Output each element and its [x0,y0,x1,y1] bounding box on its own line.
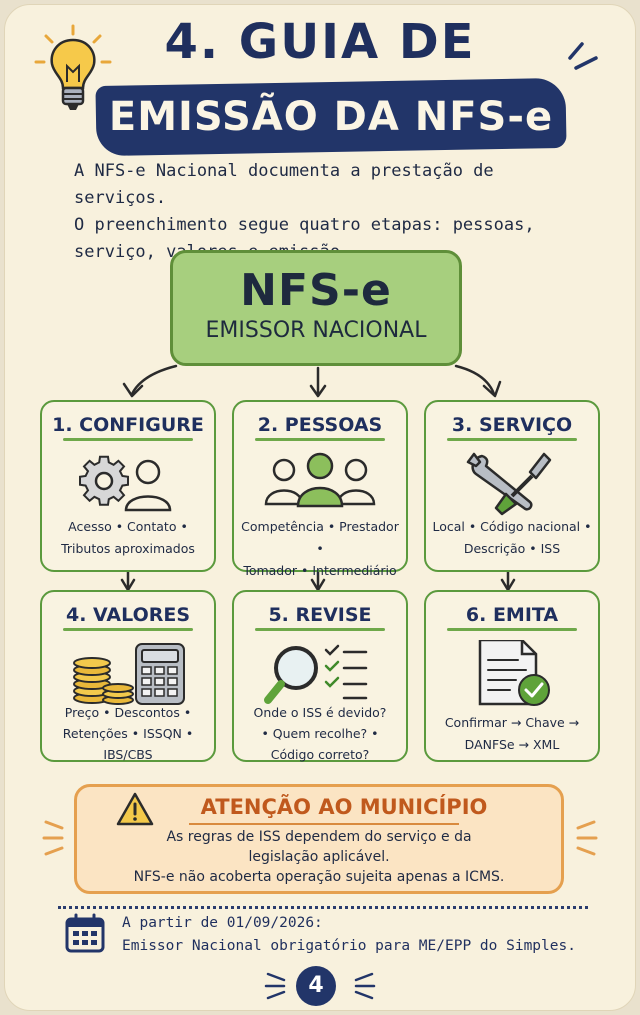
step-line: Acesso • Contato • [68,519,188,534]
intro-line: A NFS-e Nacional documenta a prestação d… [74,161,494,208]
page-number: 4 [296,966,336,1006]
gear-user-icon [78,455,172,512]
step-emita: 6. EMITA Confirmar → Chave → DANFSe → XM… [424,590,600,762]
step-line: IBS/CBS [103,747,153,762]
step-line: • Quem recolhe? • [261,726,379,741]
page-number-marks [264,972,376,1000]
tools-icon [466,452,552,516]
step-text: Competência • Prestador • Tomador • Inte… [236,516,404,582]
step-line: Tributos aproximados [61,541,195,556]
hub-box: NFS-e EMISSOR NACIONAL [170,250,462,366]
step-title: 1. CONFIGURE [52,414,204,436]
document-check-icon [478,640,550,706]
step-text: Acesso • Contato • Tributos aproximados [44,516,212,560]
step-title: 5. REVISE [268,604,372,626]
hub-subtitle: EMISSOR NACIONAL [205,318,427,343]
step-line: Preço • Descontos • [64,705,192,720]
alert-line: legislação aplicável. [248,849,390,865]
step-line: DANFSe → XML [464,737,560,752]
footer-line: A partir de 01/09/2026: [122,915,323,931]
step-line: Tomador • Intermediário [243,563,397,578]
intro-text: A NFS-e Nacional documenta a prestação d… [74,158,594,266]
step-line: Código correto? [270,747,370,762]
step-line: Descrição • ISS [463,541,561,556]
step-title: 6. EMITA [465,604,559,626]
alert-text: As regras de ISS dependem do serviço e d… [97,827,541,887]
step-revise: 5. REVISE Onde o ISS é devido? • Quem re… [232,590,408,762]
coins-calculator-icon [73,643,185,705]
intro-line: O preenchimento segue quatro etapas: pes… [74,215,535,235]
step-title: 2. PESSOAS [257,414,383,436]
alert-line: As regras de ISS dependem do serviço e d… [166,829,472,845]
step-line: Confirmar → Chave → [444,715,580,730]
step-pessoas: 2. PESSOAS Competência • Prestador • Tom… [232,400,408,578]
alert-line: NFS-e não acoberta operação sujeita apen… [133,869,505,885]
footer-text: A partir de 01/09/2026: Emissor Nacional… [122,912,592,958]
footer-line: Emissor Nacional obrigatório para ME/EPP… [122,938,576,954]
step-line: Local • Código nacional • [432,519,592,534]
hub-title: NFS-e [240,265,392,316]
step-text: Confirmar → Chave → DANFSe → XML [428,712,596,756]
step-text: Preço • Descontos • Retenções • ISSQN • … [44,702,212,765]
page-title: 4. GUIA DE [164,14,476,70]
step-text: Local • Código nacional • Descrição • IS… [428,516,596,560]
step-line: Competência • Prestador • [241,519,399,556]
magnifier-checklist-icon [264,644,368,704]
sparkle-marks [568,42,598,70]
alert-box: ATENÇÃO AO MUNICÍPIO As regras de ISS de… [74,784,564,894]
step-title: 4. VALORES [65,604,191,626]
alert-side-marks [42,820,598,856]
page-subtitle: EMISSÃO DA NFS-e [108,94,554,140]
step-title: 3. SERVIÇO [451,414,573,436]
alert-title: ATENÇÃO AO MUNICÍPIO [200,795,488,819]
step-line: Retenções • ISSQN • [62,726,194,741]
warning-icon [116,792,154,826]
calendar-icon [65,913,105,953]
people-icon [264,452,376,508]
lightbulb-icon [34,24,112,110]
step-configure: 1. CONFIGURE Acesso • Contato • Tributos… [40,400,216,572]
step-text: Onde o ISS é devido? • Quem recolhe? • C… [236,702,404,765]
step-valores: 4. VALORES Preço • Descontos • Retenções… [40,590,216,762]
divider [58,906,588,909]
step-servico: 3. SERVIÇO Local • Código nacional • Des… [424,400,600,572]
step-line: Onde o ISS é devido? [253,705,387,720]
